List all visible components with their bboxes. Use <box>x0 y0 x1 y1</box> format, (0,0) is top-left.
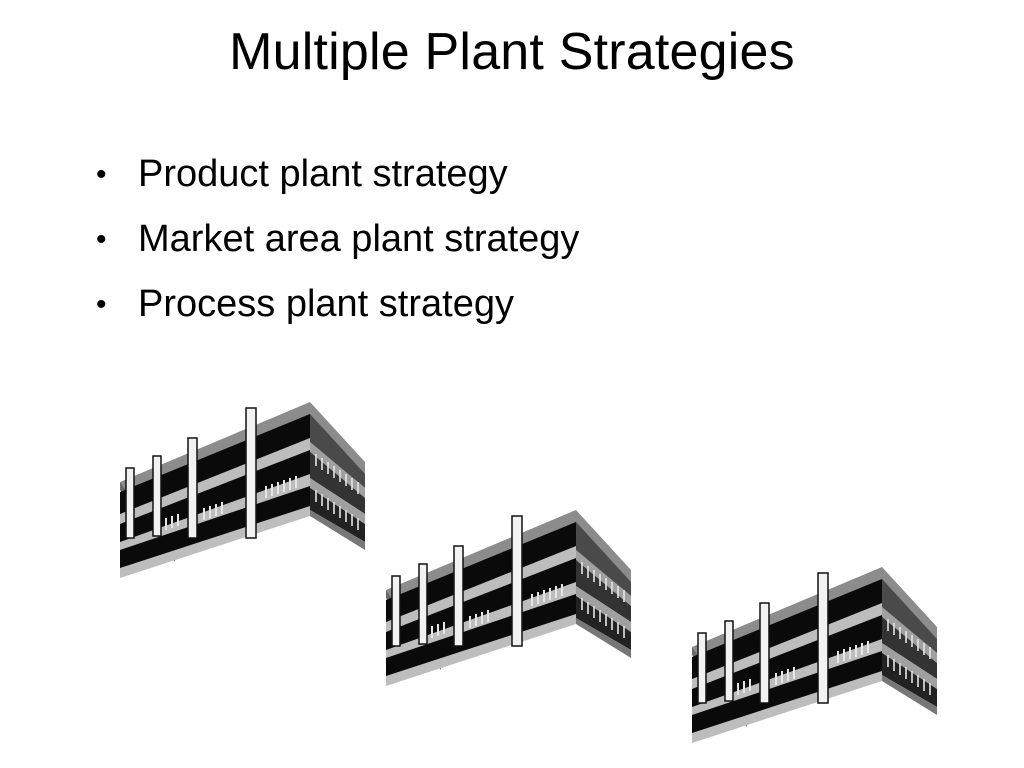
factory-building-image-1 <box>119 401 366 613</box>
factory-building-image-2 <box>385 509 632 721</box>
bullet-item: • Market area plant strategy <box>96 207 579 272</box>
slide-title: Multiple Plant Strategies <box>229 23 795 81</box>
bullet-dot-icon: • <box>96 158 107 191</box>
bullet-list: • Product plant strategy • Market area p… <box>96 142 579 337</box>
bullet-text: Process plant strategy <box>138 283 514 325</box>
bullet-dot-icon: • <box>96 223 107 256</box>
bullet-item: • Process plant strategy <box>96 272 579 337</box>
bullet-text: Product plant strategy <box>138 153 508 195</box>
factory-building-image-3 <box>691 566 938 768</box>
bullet-dot-icon: • <box>96 288 107 321</box>
bullet-item: • Product plant strategy <box>96 142 579 207</box>
bullet-text: Market area plant strategy <box>138 218 580 260</box>
